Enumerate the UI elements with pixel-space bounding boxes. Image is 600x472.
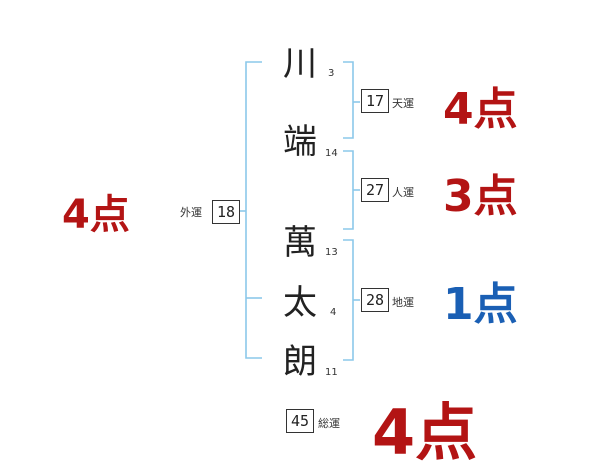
stroke-count-3: 13 xyxy=(325,247,338,258)
souun-label: 総運 xyxy=(318,417,340,430)
stroke-count-2: 14 xyxy=(325,148,338,159)
souun-value-box: 45 xyxy=(286,409,314,433)
tenun-value-box: 17 xyxy=(361,89,389,113)
chiun-label: 地運 xyxy=(392,296,414,309)
name-char-1: 川 xyxy=(283,44,317,84)
tenun-score: 4点 xyxy=(443,84,518,135)
jinun-score: 3点 xyxy=(443,171,518,222)
chiun-score: 1点 xyxy=(443,279,518,330)
name-char-2: 端 xyxy=(283,122,317,162)
tenun-label: 天運 xyxy=(392,97,414,110)
name-char-5: 朗 xyxy=(283,342,317,382)
name-char-4: 太 xyxy=(283,283,317,323)
name-char-3: 萬 xyxy=(283,223,317,263)
gaiun-label: 外運 xyxy=(180,206,202,219)
stroke-count-1: 3 xyxy=(328,68,335,79)
jinun-label: 人運 xyxy=(392,186,414,199)
jinun-bracket xyxy=(343,150,354,230)
chiun-value-box: 28 xyxy=(361,288,389,312)
tenun-bracket xyxy=(343,61,354,139)
stroke-count-5: 11 xyxy=(325,367,338,378)
gaiun-score: 4点 xyxy=(62,192,130,238)
jinun-value-box: 27 xyxy=(361,178,389,202)
souun-score: 4点 xyxy=(372,396,478,469)
chiun-bracket xyxy=(343,239,354,361)
stroke-count-4: 4 xyxy=(330,307,337,318)
outer-bracket xyxy=(245,61,262,359)
gaiun-value-box: 18 xyxy=(212,200,240,224)
